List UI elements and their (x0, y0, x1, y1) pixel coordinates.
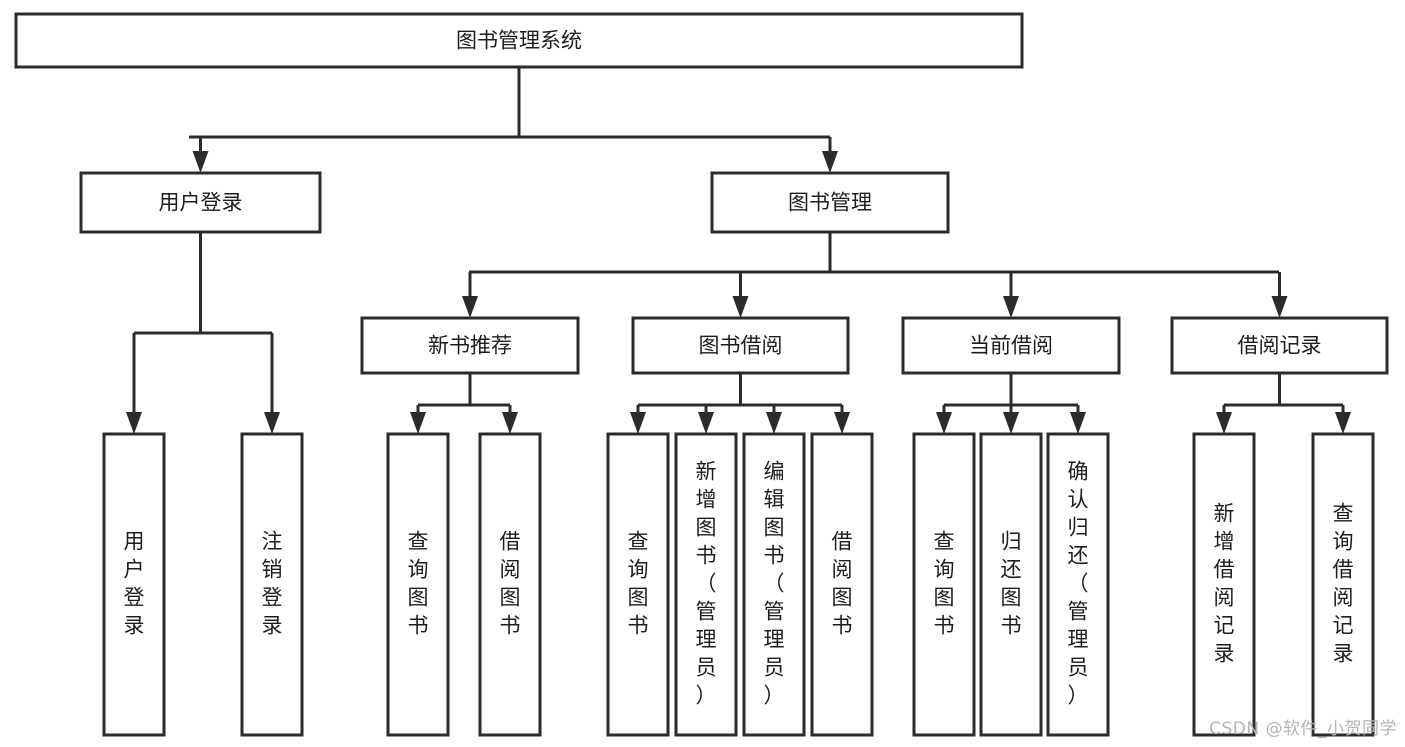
arrow-head-icon-leaf-query-book-1 (410, 412, 426, 434)
node-root-title-label: 图书管理系统 (456, 29, 582, 53)
node-leaf-edit-book[interactable]: 编辑图书（管理员） (742, 432, 806, 737)
node-current-borrow[interactable]: 当前借阅 (901, 316, 1121, 375)
node-leaf-borrow-book-1-label: 借阅图书 (500, 530, 521, 638)
node-leaf-edit-book-label: 编辑图书（管理员） (764, 460, 785, 708)
node-leaf-query-book-3-label: 查询图书 (934, 530, 955, 638)
node-leaf-add-book-label: 新增图书（管理员） (696, 460, 717, 708)
node-leaf-add-record[interactable]: 新增借阅记录 (1192, 432, 1256, 737)
arrow-head-icon-leaf-edit-book (766, 412, 782, 434)
node-leaf-user-login[interactable]: 用户登录 (102, 432, 166, 737)
node-leaf-borrow-book-2-label: 借阅图书 (832, 530, 853, 638)
node-leaf-add-book[interactable]: 新增图书（管理员） (674, 432, 738, 737)
arrow-head-icon-leaf-query-book-3 (936, 412, 952, 434)
arrow-head-icon-book-borrow (732, 296, 749, 318)
node-current-borrow-box[interactable] (901, 316, 1121, 375)
arrow-head-icon-new-book-rec (462, 296, 478, 318)
node-root-title[interactable]: 图书管理系统 (14, 12, 1024, 69)
node-new-book-rec[interactable]: 新书推荐 (360, 316, 580, 375)
node-leaf-borrow-book-1[interactable]: 借阅图书 (478, 432, 542, 737)
node-leaf-borrow-book-1-box[interactable] (478, 432, 542, 737)
arrow-head-icon-leaf-borrow-book-1 (502, 412, 518, 434)
node-book-borrow-label: 图书借阅 (699, 334, 783, 358)
node-book-borrow[interactable]: 图书借阅 (631, 316, 850, 375)
node-layer: 图书管理系统用户登录图书管理新书推荐图书借阅当前借阅借阅记录用户登录注销登录查询… (14, 12, 1389, 737)
arrow-head-icon-leaf-query-record (1335, 412, 1351, 434)
node-leaf-confirm-return-label: 确认归还（管理员） (1068, 460, 1089, 708)
node-leaf-add-record-box[interactable] (1192, 432, 1256, 737)
node-leaf-edit-book-box[interactable] (742, 432, 806, 737)
node-leaf-borrow-book-2-box[interactable] (810, 432, 874, 737)
watermark-text: CSDN @软件_小贺同学 (1209, 719, 1397, 739)
node-borrow-record-box[interactable] (1170, 316, 1389, 375)
node-root-title-box[interactable] (14, 12, 1024, 69)
node-leaf-add-record-label: 新增借阅记录 (1214, 502, 1235, 666)
arrow-head-icon-borrow-record (1271, 296, 1288, 318)
node-leaf-query-record-box[interactable] (1311, 432, 1375, 737)
arrow-head-icon-leaf-borrow-book-2 (834, 412, 850, 434)
arrow-head-icon-current-borrow (1003, 296, 1019, 318)
node-leaf-query-book-2[interactable]: 查询图书 (606, 432, 670, 737)
arrow-head-icon-leaf-return-book (1003, 412, 1019, 434)
node-book-manage-label: 图书管理 (788, 191, 872, 215)
arrow-head-icon-leaf-add-record (1216, 412, 1232, 434)
arrow-head-icon-book-manage (822, 151, 838, 173)
arrow-head-icon-leaf-user-login (126, 412, 142, 434)
connector-layer (126, 67, 1351, 434)
node-book-borrow-box[interactable] (631, 316, 850, 375)
node-leaf-user-login-label: 用户登录 (124, 530, 145, 638)
node-borrow-record[interactable]: 借阅记录 (1170, 316, 1389, 375)
node-leaf-return-book-box[interactable] (979, 432, 1043, 737)
node-user-login[interactable]: 用户登录 (79, 171, 322, 234)
node-leaf-query-book-3-box[interactable] (912, 432, 976, 737)
node-leaf-user-logout[interactable]: 注销登录 (240, 432, 304, 737)
arrow-head-icon-leaf-add-book (698, 412, 714, 434)
arrow-head-icon-user-login (192, 151, 209, 173)
node-leaf-query-record-label: 查询借阅记录 (1333, 502, 1354, 666)
node-book-manage-box[interactable] (710, 171, 950, 234)
node-user-login-box[interactable] (79, 171, 322, 234)
arrow-head-icon-leaf-user-logout (264, 412, 280, 434)
node-new-book-rec-box[interactable] (360, 316, 580, 375)
node-current-borrow-label: 当前借阅 (969, 334, 1053, 358)
node-leaf-add-book-box[interactable] (674, 432, 738, 737)
node-leaf-query-book-1[interactable]: 查询图书 (386, 432, 450, 737)
node-new-book-rec-label: 新书推荐 (428, 334, 512, 358)
node-user-login-label: 用户登录 (159, 191, 243, 215)
node-leaf-query-book-2-box[interactable] (606, 432, 670, 737)
node-leaf-return-book[interactable]: 归还图书 (979, 432, 1043, 737)
node-leaf-return-book-label: 归还图书 (1001, 530, 1022, 638)
node-leaf-user-logout-box[interactable] (240, 432, 304, 737)
node-book-manage[interactable]: 图书管理 (710, 171, 950, 234)
node-leaf-query-book-3[interactable]: 查询图书 (912, 432, 976, 737)
arrow-head-icon-leaf-confirm-return (1070, 412, 1086, 434)
node-leaf-query-book-2-label: 查询图书 (628, 530, 649, 638)
node-leaf-confirm-return-box[interactable] (1046, 432, 1110, 737)
node-leaf-user-login-box[interactable] (102, 432, 166, 737)
node-leaf-confirm-return[interactable]: 确认归还（管理员） (1046, 432, 1110, 737)
node-borrow-record-label: 借阅记录 (1238, 334, 1322, 358)
arrow-head-icon-leaf-query-book-2 (630, 412, 646, 434)
node-leaf-query-book-1-label: 查询图书 (408, 530, 429, 638)
node-leaf-query-record[interactable]: 查询借阅记录 (1311, 432, 1375, 737)
node-leaf-borrow-book-2[interactable]: 借阅图书 (810, 432, 874, 737)
node-leaf-user-logout-label: 注销登录 (262, 530, 283, 638)
node-leaf-query-book-1-box[interactable] (386, 432, 450, 737)
